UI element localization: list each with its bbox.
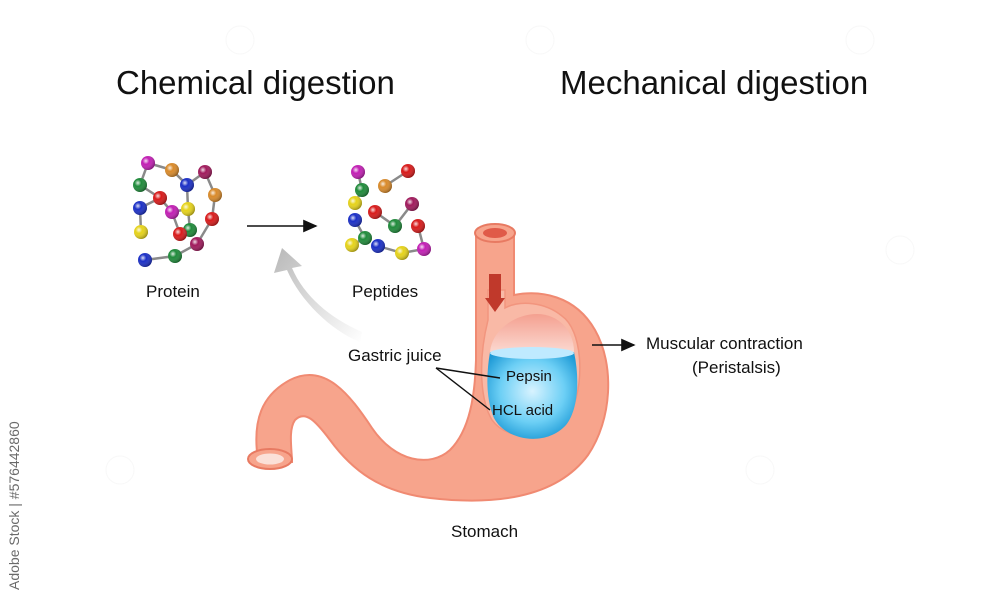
gastric-juice-label: Gastric juice bbox=[348, 346, 442, 365]
pepsin-label: Pepsin bbox=[506, 368, 552, 385]
esophagus-lumen bbox=[483, 228, 507, 238]
hcl-leader-line bbox=[435, 367, 491, 411]
protein-label: Protein bbox=[146, 282, 200, 301]
gastric-liquid bbox=[487, 352, 578, 439]
chemical-digestion-heading: Chemical digestion bbox=[116, 64, 395, 101]
duodenum-lumen bbox=[256, 453, 284, 465]
watermark-pattern bbox=[105, 25, 915, 485]
stomach-illustration bbox=[247, 223, 610, 502]
stomach-label: Stomach bbox=[451, 522, 519, 541]
peristalsis-label: (Peristalsis) bbox=[692, 358, 781, 377]
peptides-molecules bbox=[345, 164, 431, 260]
protein-molecule bbox=[133, 156, 222, 267]
gas-space bbox=[490, 314, 574, 352]
liquid-surface bbox=[490, 347, 574, 359]
muscular-contraction-label: Muscular contraction bbox=[646, 334, 803, 353]
stock-watermark: Adobe Stock | #576442860 bbox=[6, 421, 22, 590]
hcl-acid-label: HCL acid bbox=[492, 402, 554, 419]
pepsin-leader-line bbox=[435, 367, 501, 379]
gastric-juice-arrow bbox=[274, 248, 362, 342]
mechanical-digestion-heading: Mechanical digestion bbox=[560, 64, 869, 101]
peptides-label: Peptides bbox=[352, 282, 419, 301]
food-entry-arrow bbox=[485, 274, 505, 312]
